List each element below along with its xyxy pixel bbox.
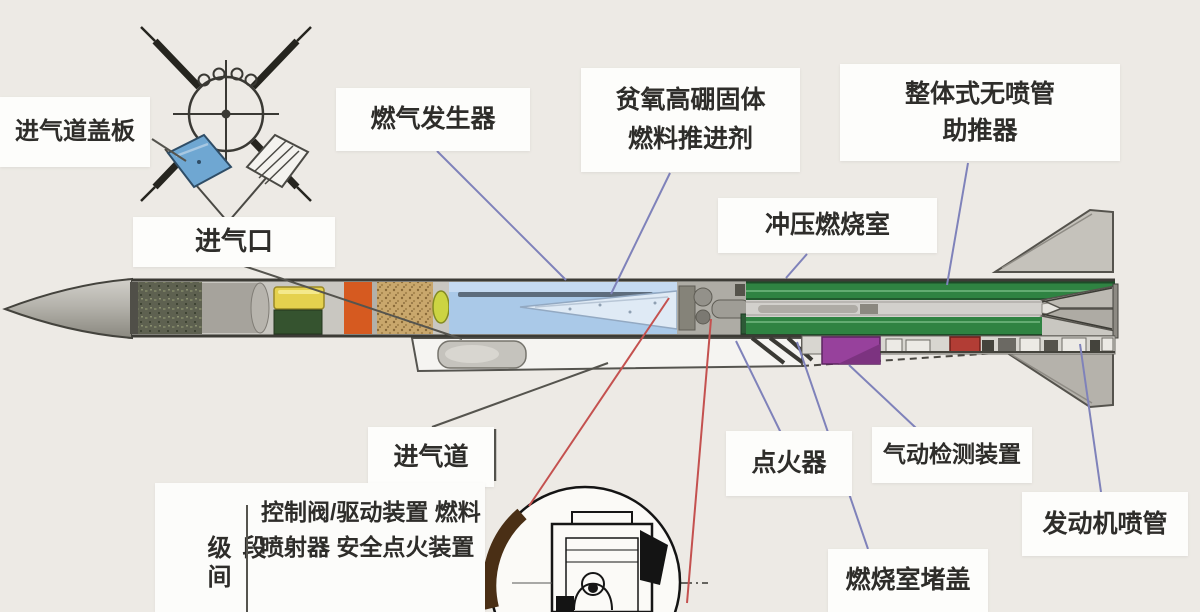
interstage-item-safety-ignition: 安全点火装置 — [336, 534, 475, 560]
label-chamber-plug: 燃烧室堵盖 — [828, 549, 988, 612]
label-engine-nozzle-text: 发动机喷管 — [1042, 509, 1168, 538]
igniter-tube — [458, 292, 653, 297]
front-view-center-dot — [221, 109, 231, 119]
label-propellant-line2: 燃料推进剂 — [627, 125, 753, 153]
yellow-green-element — [432, 290, 450, 324]
detail-brown-shading — [482, 508, 527, 610]
label-booster: 整体式无喷管 助推器 — [840, 64, 1120, 161]
leader-detail-red-1 — [528, 297, 670, 507]
label-gas-generator: 燃气发生器 — [336, 88, 530, 151]
gray-cylinder-section — [202, 283, 260, 333]
engine-nozzle-drawing — [1039, 283, 1119, 339]
interstage-item-fuel-injector: 燃料喷射器 — [261, 499, 481, 560]
label-air-inlet: 进气口 — [133, 217, 335, 267]
interstage-item-control-valve: 控制阀/驱动装置 — [261, 499, 429, 525]
inlet-cover-striped — [245, 133, 310, 189]
label-air-inlet-text: 进气口 — [194, 226, 273, 257]
label-aero-detection-text: 气动检测装置 — [883, 441, 1021, 468]
label-engine-nozzle: 发动机喷管 — [1022, 492, 1188, 556]
leader-engine-nozzle — [1079, 343, 1102, 493]
leader-inlet-cover — [151, 138, 187, 162]
guidance-section — [138, 282, 202, 334]
label-inlet-cover-text: 进气道盖板 — [15, 118, 135, 146]
ramjet-combustor — [746, 280, 1115, 336]
leader-inlet-duct — [431, 362, 609, 428]
label-ramjet-chamber-text: 冲压燃烧室 — [764, 211, 890, 240]
label-igniter-text: 点火器 — [751, 449, 827, 478]
leader-air-inlet — [240, 264, 463, 340]
label-inlet-cover: 进气道盖板 — [0, 97, 150, 167]
interstage-items: 控制阀/驱动装置 燃料喷射器 安全点火装置 — [261, 495, 485, 565]
interstage-vertical-label: 级间段 — [203, 535, 265, 593]
front-cross-section-view — [140, 26, 312, 222]
nose-joint-ring — [130, 282, 138, 334]
label-chamber-plug-text: 燃烧室堵盖 — [845, 566, 971, 595]
leader-propellant — [610, 172, 671, 295]
inlet-cover-blue — [166, 133, 233, 189]
label-aero-detection: 气动检测装置 — [872, 427, 1032, 483]
leader-gas-generator — [436, 150, 567, 281]
detail-internal-drawing — [512, 511, 668, 612]
label-inlet-duct: 进气道 — [368, 427, 494, 487]
dark-green-box — [273, 309, 323, 335]
leader-lines — [151, 138, 1102, 604]
label-gas-generator-text: 燃气发生器 — [370, 105, 496, 134]
label-ramjet-chamber: 冲压燃烧室 — [718, 198, 937, 253]
interstage-panel: 级间段 控制阀/驱动装置 燃料喷射器 安全点火装置 — [155, 483, 485, 612]
label-propellant: 贫氧高硼固体 燃料推进剂 — [581, 68, 800, 172]
nose-cone — [2, 277, 133, 340]
label-inlet-duct-text: 进气道 — [393, 442, 469, 471]
leader-aero-detection — [848, 364, 917, 429]
leader-detail-red-2 — [686, 318, 712, 604]
leader-ramjet-chamber — [785, 253, 808, 279]
gas-generator-section — [449, 282, 678, 334]
rear-equipment-row — [801, 335, 1116, 365]
interstage-divider — [246, 505, 248, 612]
label-booster-line2: 助推器 — [942, 116, 1018, 145]
inlet-duct-drawing — [410, 336, 1013, 373]
label-booster-line1: 整体式无喷管 — [904, 79, 1055, 108]
label-igniter: 点火器 — [726, 431, 852, 496]
front-view-scallops — [197, 67, 258, 87]
interstage-mechanism — [677, 282, 754, 335]
leader-booster — [946, 162, 969, 286]
leader-igniter — [735, 340, 782, 434]
missile-side-view — [2, 208, 1119, 409]
red-component — [949, 336, 981, 353]
label-propellant-line1: 贫氧高硼固体 — [615, 86, 766, 114]
injector-pipe — [758, 305, 858, 313]
